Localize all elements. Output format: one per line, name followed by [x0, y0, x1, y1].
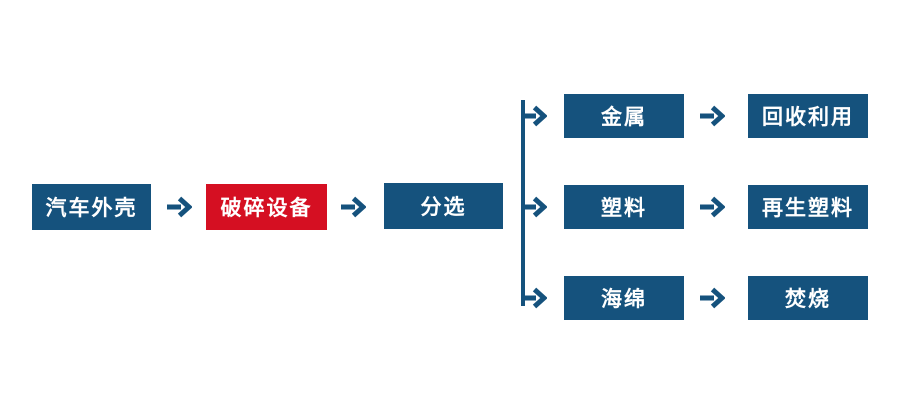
branch-arrow-icon	[522, 287, 547, 309]
flow-arrow-icon	[700, 105, 725, 127]
flow-arrow-icon	[700, 196, 725, 218]
node-metal: 金属	[564, 94, 684, 138]
node-recycling: 回收利用	[748, 94, 868, 138]
node-crushing-equipment: 破碎设备	[206, 184, 327, 230]
branch-arrow-icon	[522, 105, 547, 127]
flow-arrow-icon	[341, 196, 366, 218]
node-incineration: 焚烧	[748, 276, 868, 320]
flow-arrow-icon	[167, 196, 192, 218]
branch-arrow-icon	[522, 196, 547, 218]
node-plastic: 塑料	[564, 185, 684, 229]
node-recycled-plastic: 再生塑料	[748, 185, 868, 229]
flow-arrow-icon	[700, 287, 725, 309]
node-sorting: 分选	[384, 183, 503, 229]
branch-connector-line	[521, 100, 525, 306]
node-sponge: 海绵	[564, 276, 684, 320]
node-car-shell: 汽车外壳	[32, 184, 151, 230]
